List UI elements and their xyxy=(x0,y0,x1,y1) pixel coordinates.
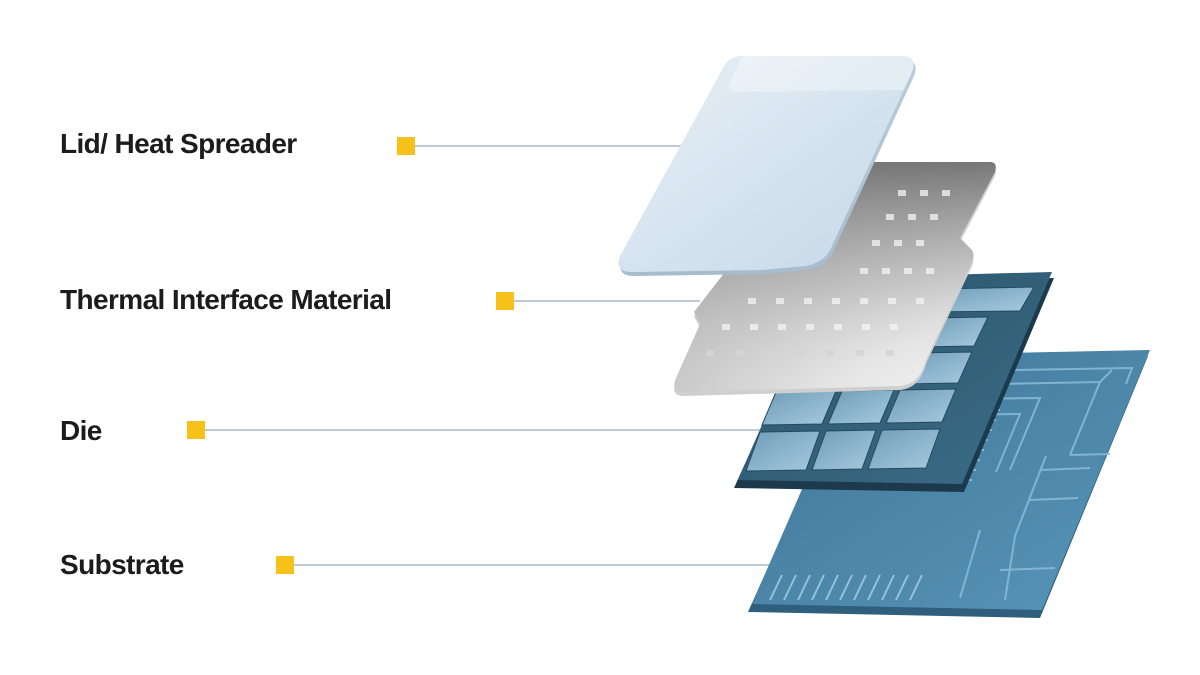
tim-grid-pads xyxy=(722,190,950,330)
label-thermal-interface-material: Thermal Interface Material xyxy=(60,284,392,315)
leader-lines xyxy=(205,145,790,566)
marker-tim xyxy=(496,292,514,310)
marker-die xyxy=(187,421,205,439)
marker-lid xyxy=(397,137,415,155)
marker-substrate xyxy=(276,556,294,574)
label-lid-heat-spreader: Lid/ Heat Spreader xyxy=(60,128,297,159)
layer-markers xyxy=(187,137,514,574)
label-die: Die xyxy=(60,415,102,446)
thermal-interface-material-layer xyxy=(674,162,996,396)
lid-heat-spreader-layer xyxy=(618,56,916,276)
label-substrate: Substrate xyxy=(60,549,184,580)
